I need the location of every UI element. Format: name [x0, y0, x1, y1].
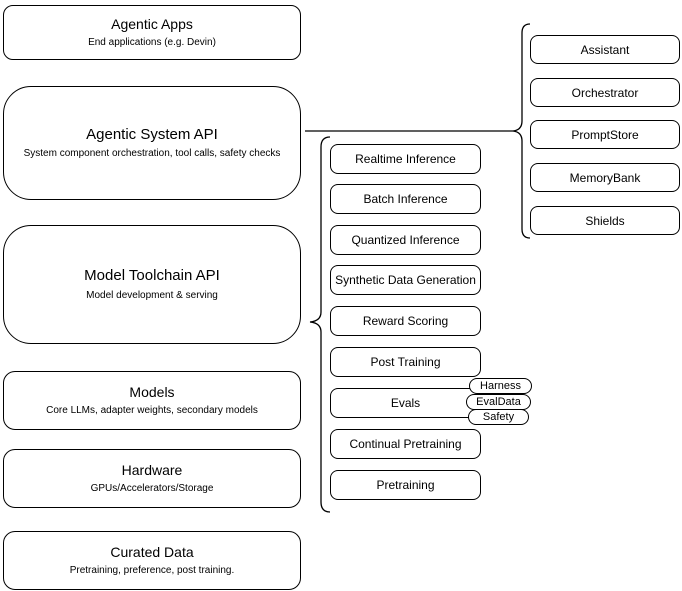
toolchain-item-label: Reward Scoring: [362, 314, 449, 328]
model-toolchain-api-node: Model Toolchain API Model development & …: [3, 225, 301, 344]
agentic-apps-node: Agentic Apps End applications (e.g. Devi…: [3, 5, 301, 60]
hardware-subtitle: GPUs/Accelerators/Storage: [90, 483, 214, 495]
models-subtitle: Core LLMs, adapter weights, secondary mo…: [46, 405, 258, 417]
toolchain-item-label: Evals: [390, 396, 421, 410]
model-toolchain-api-subtitle: Model development & serving: [86, 289, 218, 301]
system-component-promptstore: PromptStore: [530, 120, 680, 149]
toolchain-item-label: Realtime Inference: [355, 152, 456, 166]
toolchain-item-label: Synthetic Data Generation: [335, 273, 476, 287]
agentic-apps-subtitle: End applications (e.g. Devin): [88, 37, 216, 49]
eval-tag-label: EvalData: [476, 396, 521, 408]
curated-data-title: Curated Data: [110, 543, 194, 560]
toolchain-item-batch-inference: Batch Inference: [330, 184, 481, 214]
system-component-label: Shields: [585, 213, 625, 228]
toolchain-item-realtime-inference: Realtime Inference: [330, 144, 481, 174]
eval-tag-evaldata: EvalData: [466, 394, 531, 410]
system-component-assistant: Assistant: [530, 35, 680, 64]
toolchain-item-continual-pretraining: Continual Pretraining: [330, 429, 481, 459]
system-component-label: MemoryBank: [569, 170, 641, 185]
agentic-system-api-title: Agentic System API: [86, 125, 218, 143]
system-component-label: PromptStore: [571, 127, 639, 142]
models-title: Models: [129, 383, 175, 400]
curated-data-node: Curated Data Pretraining, preference, po…: [3, 531, 301, 590]
toolchain-group-brace: [309, 136, 331, 513]
curated-data-subtitle: Pretraining, preference, post training.: [69, 565, 235, 577]
system-component-shields: Shields: [530, 206, 680, 235]
toolchain-item-synthetic-data-generation: Synthetic Data Generation: [330, 265, 481, 295]
system-component-label: Orchestrator: [571, 85, 639, 100]
toolchain-item-post-training: Post Training: [330, 347, 481, 377]
system-component-orchestrator: Orchestrator: [530, 78, 680, 107]
agentic-system-api-subtitle: System component orchestration, tool cal…: [23, 148, 281, 160]
models-node: Models Core LLMs, adapter weights, secon…: [3, 371, 301, 430]
toolchain-item-reward-scoring: Reward Scoring: [330, 306, 481, 336]
toolchain-item-label: Post Training: [370, 355, 441, 369]
eval-tag-harness: Harness: [469, 378, 532, 394]
agentic-apps-title: Agentic Apps: [111, 15, 193, 32]
toolchain-item-label: Quantized Inference: [351, 233, 460, 247]
hardware-node: Hardware GPUs/Accelerators/Storage: [3, 449, 301, 508]
agentic-system-api-node: Agentic System API System component orch…: [3, 86, 301, 200]
eval-tag-label: Safety: [482, 411, 515, 423]
toolchain-item-label: Batch Inference: [363, 192, 448, 206]
toolchain-item-label: Pretraining: [376, 478, 435, 492]
toolchain-item-quantized-inference: Quantized Inference: [330, 225, 481, 255]
toolchain-item-evals: Evals: [330, 388, 481, 418]
eval-tag-label: Harness: [480, 380, 521, 392]
model-toolchain-api-title: Model Toolchain API: [84, 267, 220, 285]
system-group-brace: [512, 23, 531, 239]
eval-tag-safety: Safety: [468, 409, 529, 425]
system-component-label: Assistant: [580, 42, 630, 57]
system-component-memorybank: MemoryBank: [530, 163, 680, 192]
toolchain-item-label: Continual Pretraining: [349, 437, 462, 451]
toolchain-item-pretraining: Pretraining: [330, 470, 481, 500]
hardware-title: Hardware: [121, 461, 183, 478]
